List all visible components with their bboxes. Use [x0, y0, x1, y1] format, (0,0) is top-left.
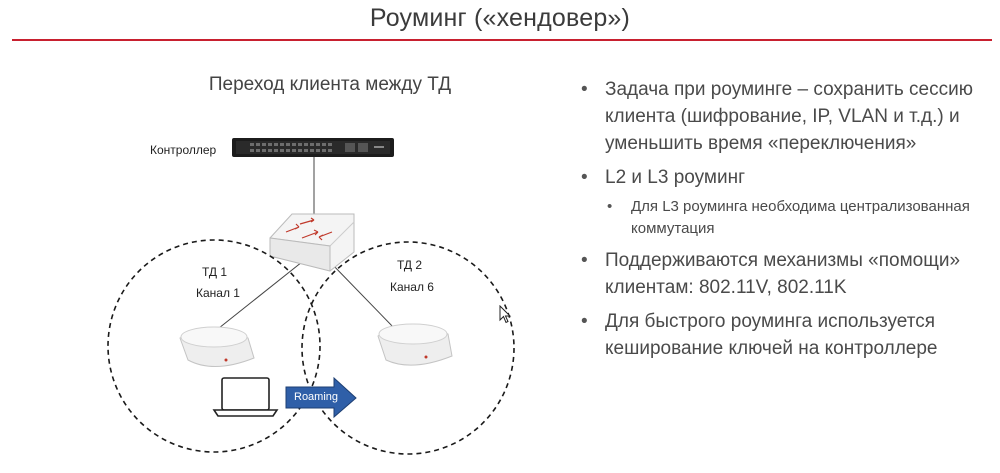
ap2-coverage-circle	[301, 241, 515, 455]
controller-label: Контроллер	[150, 143, 217, 157]
ap1-name-label: ТД 1	[202, 265, 228, 279]
slide-title: Роуминг («хендовер»)	[369, 4, 631, 32]
ap2-link-line	[329, 261, 397, 331]
mouse-cursor-icon	[499, 305, 512, 324]
access-point-2-icon	[377, 323, 453, 366]
roaming-arrow-icon	[285, 376, 357, 419]
controller-switch-icon	[232, 138, 394, 157]
bullet-list: Задача при роуминге – сохранить сессию к…	[573, 76, 993, 369]
bullet-l2-l3-roaming: L2 и L3 роуминг	[573, 164, 993, 191]
access-point-1-icon	[179, 326, 255, 368]
bullet-client-assist: Поддерживаются механизмы «помощи» клиент…	[573, 247, 993, 301]
roaming-label: Roaming	[294, 391, 339, 403]
sub-bullet-l3-centralized: Для L3 роуминга необходима централизован…	[573, 196, 993, 240]
ap1-channel-label: Канал 1	[196, 286, 240, 300]
bullet-key-caching: Для быстрого роуминга используется кешир…	[573, 308, 993, 362]
bullet-roaming-goal: Задача при роуминге – сохранить сессию к…	[573, 76, 993, 157]
ap2-name-label: ТД 2	[397, 258, 423, 272]
ap2-channel-label: Канал 6	[390, 280, 434, 294]
ap1-link-line	[213, 261, 303, 333]
laptop-icon	[212, 377, 279, 417]
diagram-title: Переход клиента между ТД	[208, 74, 452, 95]
router-icon	[269, 213, 355, 272]
title-divider	[12, 39, 992, 41]
ap1-coverage-circle	[107, 239, 321, 453]
